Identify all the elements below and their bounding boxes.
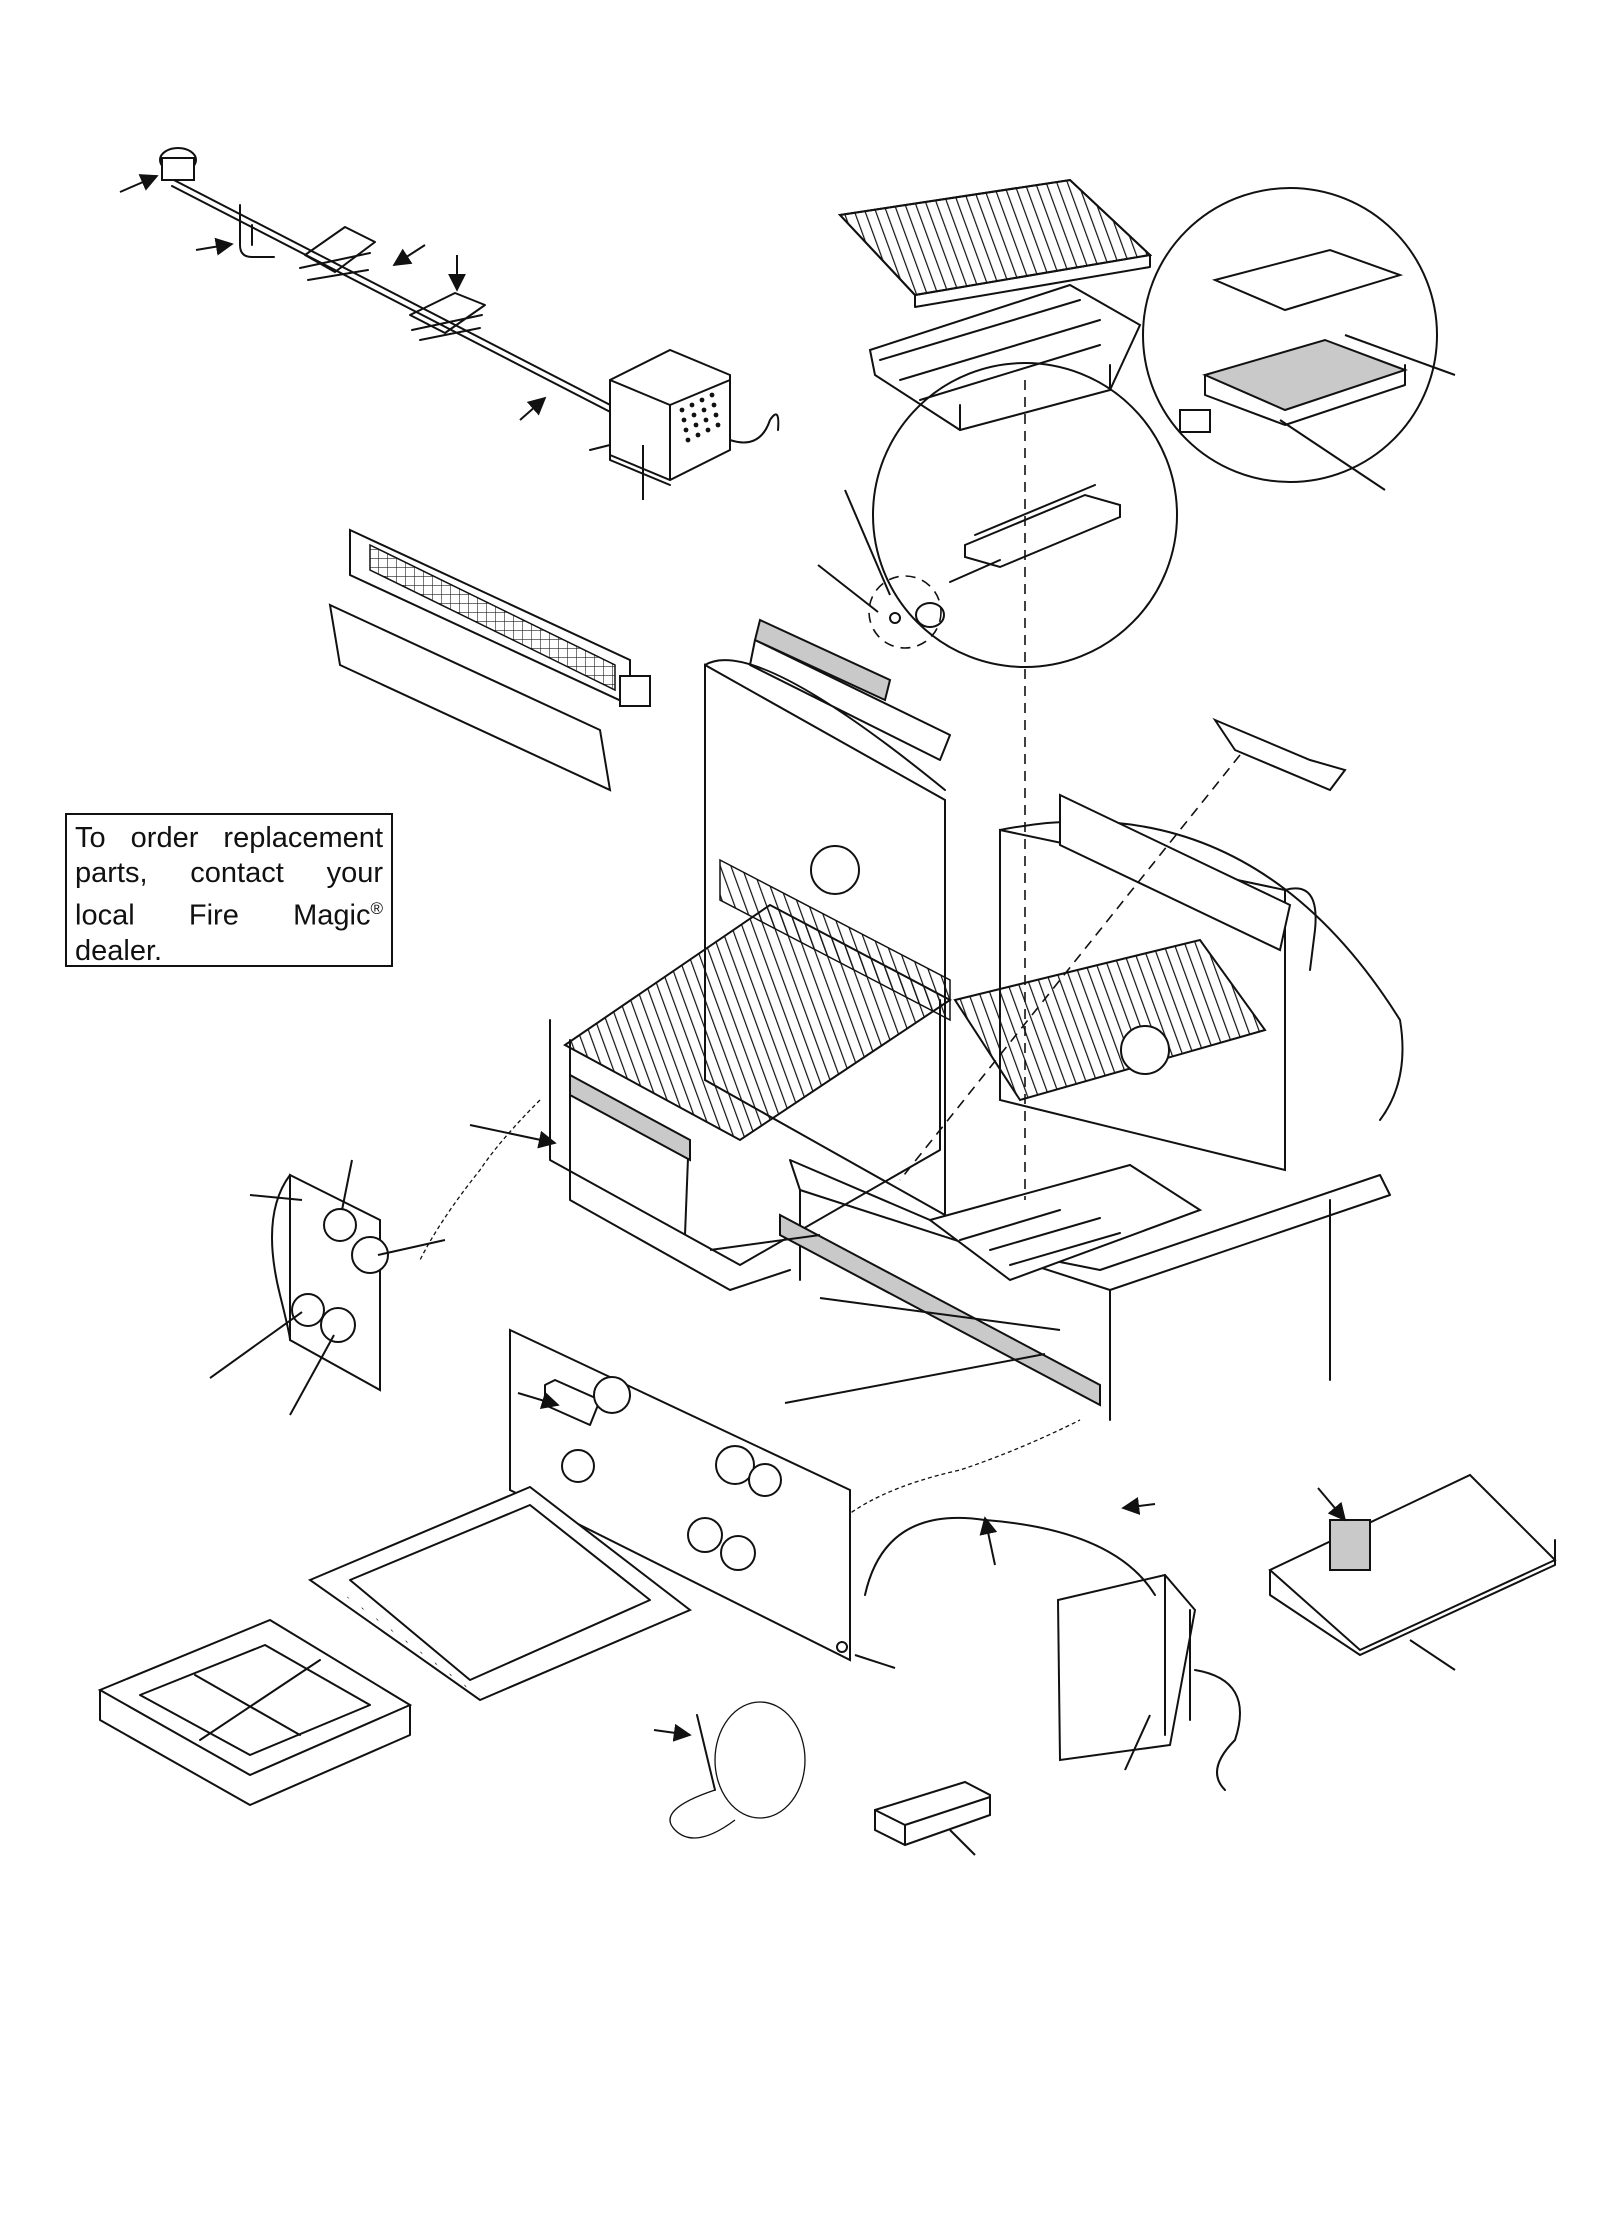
note-line-1: To order replacement <box>75 822 383 854</box>
note-line-3-text: local Fire Magic <box>75 899 371 932</box>
meat-probe-icon <box>669 1701 806 1839</box>
infrared-burner-icon <box>328 528 651 792</box>
drip-pan-stack <box>97 1618 413 1806</box>
registered-mark: ® <box>370 899 383 918</box>
side-control-panel-detail <box>271 1173 389 1392</box>
rotisserie-kit-icon <box>159 147 780 486</box>
manifold-right <box>779 1213 1101 1407</box>
burner-detail-circle <box>868 362 1178 668</box>
grill-hood-right <box>810 793 1404 1172</box>
note-line-4: dealer. <box>75 934 163 967</box>
transformer-icon <box>1056 1573 1241 1791</box>
note-line-2: parts, contact your <box>75 857 383 889</box>
power-cord <box>864 1516 1156 1596</box>
note-line-3: local Fire Magic® <box>75 891 383 934</box>
rotisserie-motor-grille-icon <box>679 392 721 443</box>
igniter-wire <box>419 1099 1081 1531</box>
firebox-right <box>789 1159 1391 1421</box>
drip-tray-icon <box>307 1485 692 1702</box>
manifold-left <box>569 1073 691 1162</box>
leader-arrows <box>119 174 1456 1856</box>
heat-diffuser-icon <box>868 283 1142 432</box>
cooking-grid-icon <box>837 178 1153 308</box>
firebox-left <box>549 999 941 1291</box>
rear-handle <box>1212 717 1347 792</box>
battery-box-icon <box>874 1780 991 1847</box>
control-panel-icon <box>509 1328 851 1662</box>
replacement-parts-note: To order replacement parts, contact your… <box>65 813 393 967</box>
infrared-backburner-circle <box>1142 187 1438 483</box>
cooking-grid-left <box>563 858 952 1142</box>
side-burner-icon <box>1268 1473 1557 1656</box>
